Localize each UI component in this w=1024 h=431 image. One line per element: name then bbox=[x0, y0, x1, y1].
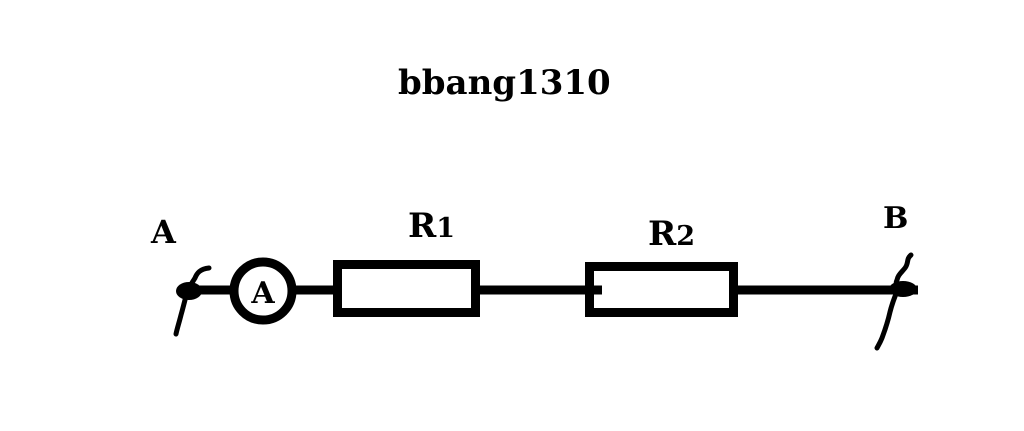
ammeter-symbol: A bbox=[250, 276, 275, 311]
terminal-b-blob bbox=[889, 281, 917, 297]
resistor-r2-label: R2 bbox=[648, 214, 695, 254]
ammeter: A bbox=[229, 257, 297, 325]
resistor-r2-label-sub: 2 bbox=[676, 221, 695, 252]
resistor-r2-wire-stub bbox=[594, 285, 602, 295]
resistor-r1 bbox=[333, 260, 480, 317]
terminal-a-squiggle bbox=[173, 265, 212, 337]
terminal-a-label: A bbox=[150, 213, 177, 251]
resistor-r2 bbox=[585, 262, 738, 317]
terminal-b-squiggle bbox=[874, 252, 914, 351]
terminal-a-marker bbox=[173, 265, 212, 337]
terminal-b-marker bbox=[874, 252, 917, 351]
resistor-r1-label: R1 bbox=[408, 206, 455, 246]
ammeter-circle bbox=[229, 257, 297, 325]
resistor-r1-label-sub: 1 bbox=[436, 213, 455, 244]
terminal-b-label: B bbox=[883, 201, 908, 236]
resistor-r1-label-prefix: R bbox=[408, 206, 437, 246]
diagram-title: bbang1310 bbox=[398, 63, 611, 103]
resistor-r2-label-prefix: R bbox=[648, 214, 677, 254]
terminal-a-blob bbox=[176, 282, 202, 300]
